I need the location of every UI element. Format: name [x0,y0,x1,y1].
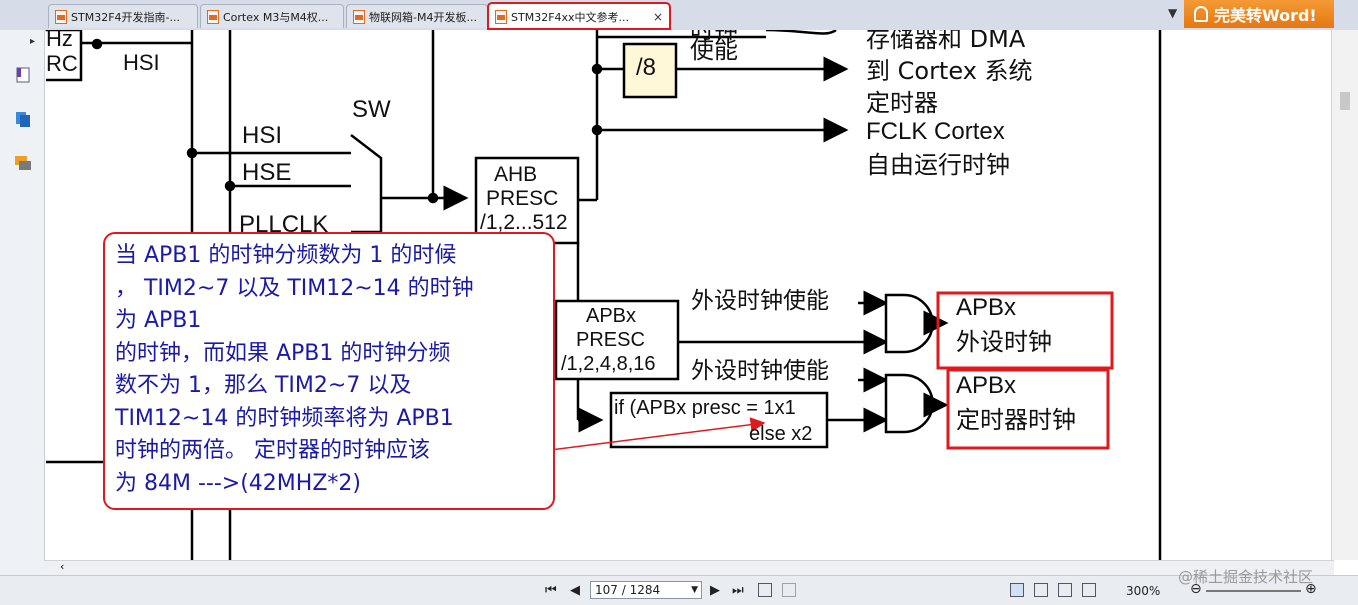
periph-clock-enable-label-2: 外设时钟使能 [691,358,829,384]
tab-iot-box[interactable]: 物联网箱-M4开发板... [346,4,488,28]
div8-label: /8 [636,54,657,81]
pdf-icon [55,9,67,24]
status-bar: ⏮ ◀ 107 / 1284 ▼ ▶ ⏭ 300% ⊖ ⊕ [0,575,1358,605]
cortex-system-label: 到 Cortex 系统 [866,57,1033,85]
pdf-icon [207,9,219,24]
callout-line: 为 84M --->(42MHZ*2) [115,470,361,496]
ahb-label: AHB [494,163,538,186]
zoom-out-icon[interactable]: ⊖ [1190,581,1202,597]
continuous-facing-view-icon[interactable] [1082,583,1096,597]
copy-icon[interactable] [782,583,796,597]
storage-dma-label: 存储器和 DMA [866,30,1026,53]
horizontal-scrollbar[interactable]: ‹ [44,560,1334,575]
callout-line: 时钟的两倍。 定时器的时钟应该 [115,438,430,463]
page-number-value: 107 / 1284 [595,583,661,597]
apbx-periph-title: APBx [956,294,1017,321]
callout-line: 当 APB1 的时钟分频数为 1 的时候 [115,243,457,268]
comments-icon[interactable] [14,154,32,172]
convert-to-word-button[interactable]: 完美转Word! [1184,0,1334,28]
sw-label: SW [352,96,391,123]
annotation-callout[interactable]: 当 APB1 的时钟分频数为 1 的时候 ， TIM2~7 以及 TIM12~1… [103,232,555,510]
pdf-icon [353,9,365,24]
thumbnails-icon[interactable] [14,110,32,128]
zoom-in-icon[interactable]: ⊕ [1305,581,1317,597]
apbx-timer-title: APBx [956,372,1017,399]
scroll-thumb[interactable] [1340,92,1350,110]
tab-label: Cortex M3与M4权... [223,10,329,24]
tab-stm32f4xx-reference[interactable]: STM32F4xx中文参考... × [487,2,671,30]
enable-label: 使能 [690,36,738,64]
if-presc-label: if (APBx presc = 1x1 [614,397,796,419]
scroll-left-icon[interactable]: ‹ [60,560,65,573]
hsi-label: HSI [242,122,283,149]
tab-list-dropdown-icon[interactable]: ▼ [1168,6,1178,20]
print-icon[interactable] [758,583,772,597]
sidebar: ▸ [0,30,45,575]
first-page-icon[interactable]: ⏮ [545,583,557,598]
convert-to-word-label: 完美转Word! [1214,6,1317,25]
single-page-view-icon[interactable] [1010,583,1024,597]
previous-page-icon[interactable]: ◀ [570,583,580,598]
free-running-clock-label: 自由运行时钟 [866,151,1010,179]
watermark: @稀土掘金技术社区 [1178,568,1314,586]
periph-clock-label: 外设时钟 [956,328,1052,356]
callout-line: TIM12~14 的时钟频率将为 APB1 [115,405,454,431]
tab-label: STM32F4开发指南-... [71,10,180,24]
timer-clock-label: 定时器时钟 [956,406,1076,434]
hz-label: Hz [46,30,73,51]
hse-label: HSE [242,159,292,186]
callout-line: 的时钟，而如果 APB1 的时钟分频 [115,340,451,366]
continuous-view-icon[interactable] [1034,583,1048,597]
apbx-div-label: /1,2,4,8,16 [561,353,656,375]
fclk-label: FCLK Cortex [866,118,1005,145]
last-page-icon[interactable]: ⏭ [732,583,744,598]
apbx-label: APBx [586,305,637,327]
callout-line: 数不为 1，那么 TIM2~7 以及 [115,373,412,398]
timer-label: 定时器 [866,89,938,117]
tab-label: STM32F4xx中文参考... [511,10,630,24]
zoom-slider[interactable] [1206,590,1301,592]
bookmark-page-icon[interactable] [14,66,32,84]
callout-line: 为 APB1 [115,308,202,333]
page-number-field[interactable]: 107 / 1284 ▼ [590,581,702,599]
pdf-icon [495,9,507,24]
tab-bar: STM32F4开发指南-... Cortex M3与M4权... 物联网箱-M4… [0,0,1358,31]
tab-cortex-m3-m4[interactable]: Cortex M3与M4权... [200,4,344,28]
rc-label: RC [46,51,78,76]
else-x2-label: else x2 [749,423,813,445]
apbx-presc-label: PRESC [576,329,645,351]
tab-label: 物联网箱-M4开发板... [369,10,477,24]
user-icon [1194,6,1208,22]
chevron-down-icon[interactable]: ▼ [691,585,698,595]
zoom-level[interactable]: 300% [1126,584,1161,598]
close-icon[interactable]: × [652,9,663,24]
callout-line: ， TIM2~7 以及 TIM12~14 的时钟 [115,275,474,301]
ahb-div-label: /1,2...512 [480,211,568,234]
ahb-presc-label: PRESC [486,187,559,210]
two-page-view-icon[interactable] [1058,583,1072,597]
expand-arrow-icon[interactable]: ▸ [30,36,36,47]
document-view[interactable]: Hz RC HSI SW HSI HSE PLLCLK /8 时钟 使能 存储器… [46,30,1331,560]
next-page-icon[interactable]: ▶ [710,583,720,598]
periph-clock-enable-label-1: 外设时钟使能 [691,288,829,314]
hsi-top-label: HSI [123,50,160,75]
vertical-scrollbar[interactable] [1331,30,1358,560]
clock-enable-top-label: 时钟 [690,30,738,44]
tab-stm32f4-guide[interactable]: STM32F4开发指南-... [48,4,198,28]
